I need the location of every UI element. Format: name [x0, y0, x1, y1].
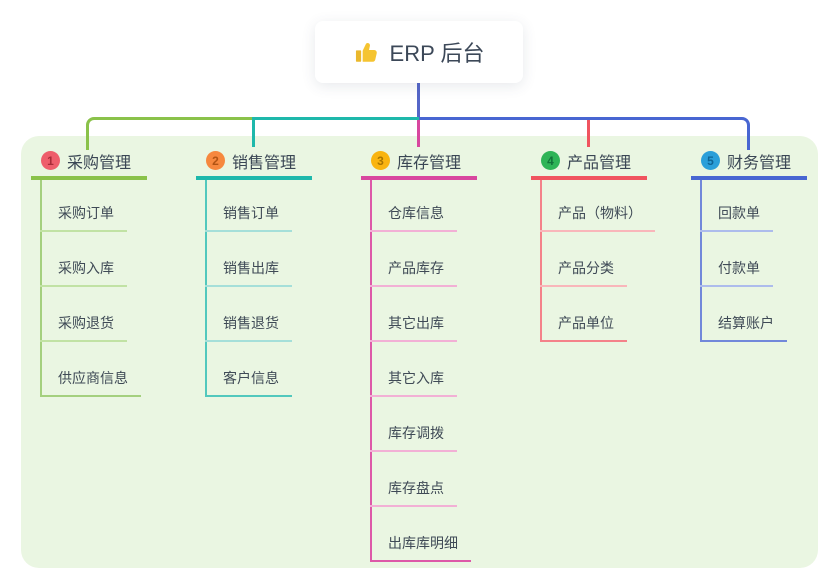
branch-trunk: [370, 180, 372, 560]
child-node[interactable]: 销售退货: [205, 314, 292, 342]
child-node[interactable]: 产品（物料）: [540, 204, 655, 232]
child-node[interactable]: 采购订单: [40, 204, 127, 232]
branch-node-finance[interactable]: 5 财务管理: [691, 150, 807, 180]
branch-inventory: 3 库存管理 仓库信息 产品库存 其它出库 其它入库 库存调拨 库存盘点 出库库…: [361, 150, 521, 562]
branch-purchase: 1 采购管理 采购订单 采购入库 采购退货 供应商信息: [31, 150, 191, 397]
connector-bus-teal: [254, 117, 420, 120]
branch-node-sales[interactable]: 2 销售管理: [196, 150, 312, 180]
child-node[interactable]: 库存盘点: [370, 479, 457, 507]
child-node[interactable]: 产品分类: [540, 259, 627, 287]
child-node[interactable]: 其它入库: [370, 369, 457, 397]
branch-trunk: [540, 180, 542, 340]
branch-node-purchase[interactable]: 1 采购管理: [31, 150, 147, 180]
child-node[interactable]: 回款单: [700, 204, 773, 232]
branch-label: 销售管理: [232, 154, 297, 172]
branch-finance: 5 财务管理 回款单 付款单 结算账户: [691, 150, 839, 342]
badge-2-icon: 2: [206, 151, 225, 170]
connector-branch-purchase: [86, 117, 257, 150]
child-node[interactable]: 其它出库: [370, 314, 457, 342]
child-node[interactable]: 库存调拨: [370, 424, 457, 452]
branch-label: 产品管理: [567, 154, 632, 172]
branch-trunk: [205, 180, 207, 395]
branch-product: 4 产品管理 产品（物料） 产品分类 产品单位: [531, 150, 691, 342]
root-node-erp[interactable]: ERP 后台: [315, 21, 523, 83]
badge-5-icon: 5: [701, 151, 720, 170]
child-node[interactable]: 销售订单: [205, 204, 292, 232]
branch-sales: 2 销售管理 销售订单 销售出库 销售退货 客户信息: [196, 150, 356, 397]
branch-node-product[interactable]: 4 产品管理: [531, 150, 647, 180]
child-node[interactable]: 采购入库: [40, 259, 127, 287]
connector-branch-product: [587, 120, 590, 147]
child-node[interactable]: 客户信息: [205, 369, 292, 397]
child-node[interactable]: 销售出库: [205, 259, 292, 287]
branch-label: 采购管理: [67, 154, 132, 172]
child-node[interactable]: 仓库信息: [370, 204, 457, 232]
connector-branch-sales: [252, 117, 255, 147]
branch-label: 库存管理: [397, 154, 462, 172]
branch-trunk: [700, 180, 702, 340]
branches-panel: [21, 136, 818, 568]
child-node[interactable]: 采购退货: [40, 314, 127, 342]
badge-3-icon: 3: [371, 151, 390, 170]
branch-trunk: [40, 180, 42, 395]
child-node[interactable]: 付款单: [700, 259, 773, 287]
connector-branch-finance: [419, 117, 750, 150]
child-node[interactable]: 结算账户: [700, 314, 787, 342]
child-node[interactable]: 出库库明细: [370, 534, 471, 562]
connector-root-line: [417, 83, 420, 119]
thumbs-up-icon: [354, 39, 380, 65]
root-label: ERP 后台: [389, 41, 485, 66]
child-node[interactable]: 供应商信息: [40, 369, 141, 397]
connector-branch-inventory: [417, 120, 420, 147]
branch-node-inventory[interactable]: 3 库存管理: [361, 150, 477, 180]
badge-4-icon: 4: [541, 151, 560, 170]
badge-1-icon: 1: [41, 151, 60, 170]
child-node[interactable]: 产品库存: [370, 259, 457, 287]
branch-label: 财务管理: [727, 154, 792, 172]
child-node[interactable]: 产品单位: [540, 314, 627, 342]
